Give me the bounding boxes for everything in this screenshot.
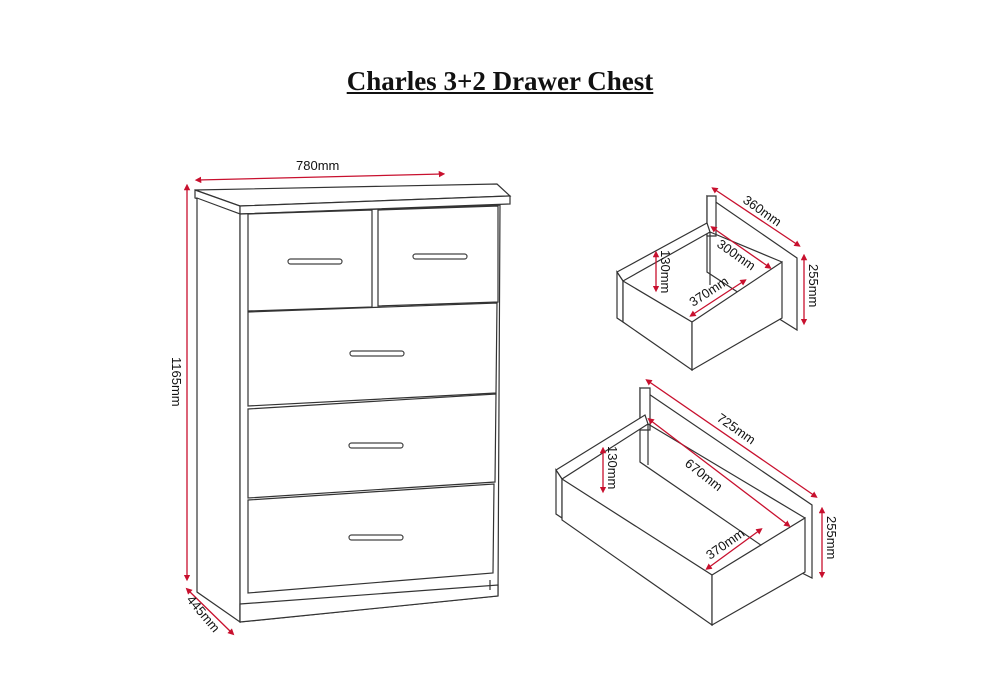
large-inner-height-label: 130mm bbox=[605, 446, 620, 489]
height-label: 1165mm bbox=[169, 357, 184, 407]
width-dimension-arrow bbox=[194, 170, 446, 184]
page-title: Charles 3+2 Drawer Chest bbox=[346, 66, 654, 96]
drawer-top-right bbox=[377, 205, 499, 307]
large-drawer-drawing bbox=[555, 386, 813, 627]
small-inner-depth-arrow bbox=[710, 226, 772, 269]
large-front-height-label: 255mm bbox=[824, 516, 839, 559]
width-label: 780mm bbox=[296, 158, 339, 173]
drawer-3 bbox=[247, 393, 497, 499]
small-inner-width-arrow bbox=[689, 279, 747, 317]
drawer-4 bbox=[247, 483, 495, 594]
drawer-top-left bbox=[247, 209, 373, 312]
drawer-2 bbox=[247, 302, 498, 407]
small-inner-height-label: 130mm bbox=[658, 250, 673, 293]
large-inner-width-arrow bbox=[647, 418, 791, 527]
small-outer-depth-arrow bbox=[711, 187, 801, 247]
small-front-height-label: 255mm bbox=[806, 264, 821, 307]
large-inner-depth-arrow bbox=[705, 528, 763, 570]
chest-drawing bbox=[194, 183, 512, 624]
depth-dimension-arrow bbox=[185, 587, 235, 636]
